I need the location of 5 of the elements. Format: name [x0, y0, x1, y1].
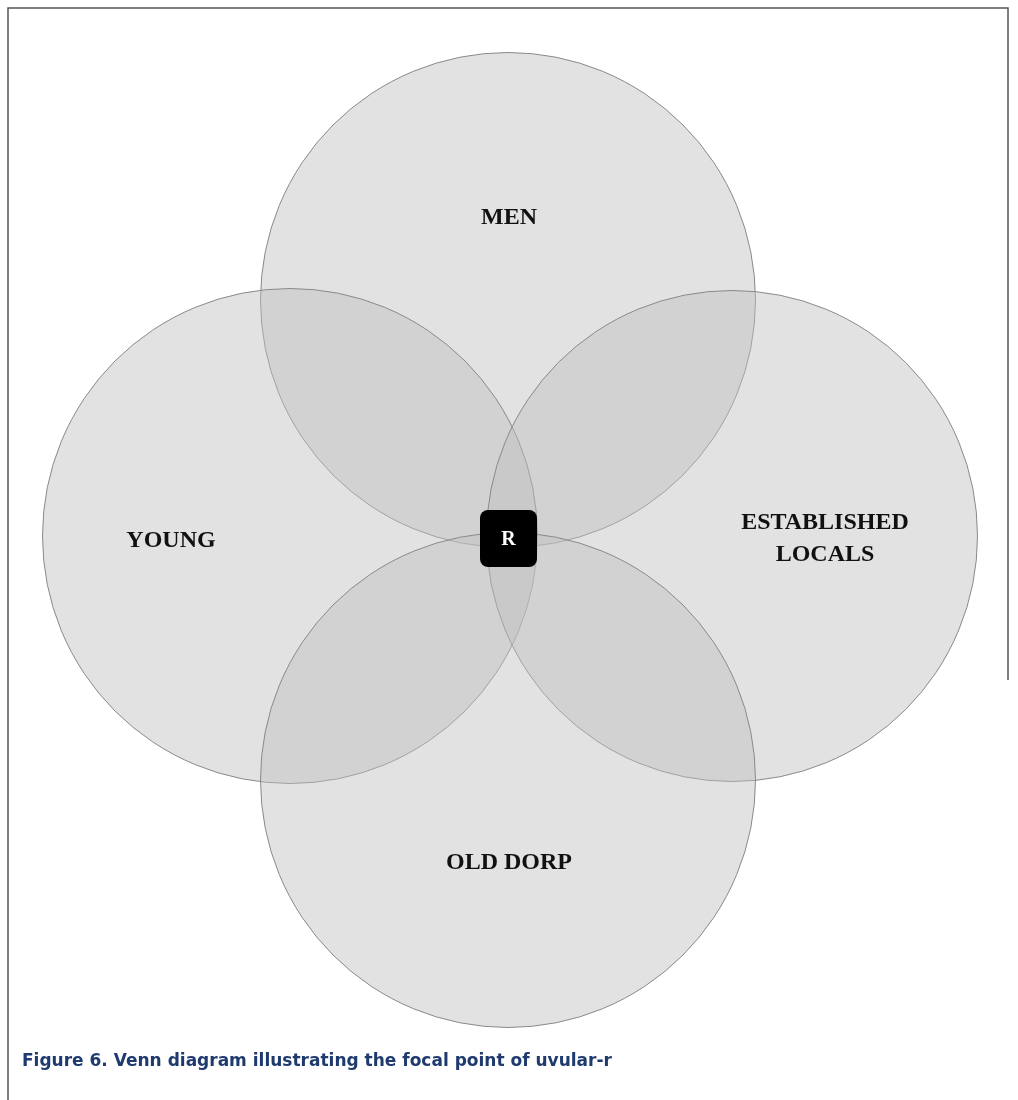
set-label: MEN [481, 201, 537, 231]
set-label: OLD DORP [446, 846, 572, 876]
set-label: YOUNG [126, 524, 216, 554]
figure-caption: Figure 6. Venn diagram illustrating the focal point of uvular-r [22, 1050, 612, 1070]
set-label: ESTABLISHED LOCALS [740, 506, 910, 568]
